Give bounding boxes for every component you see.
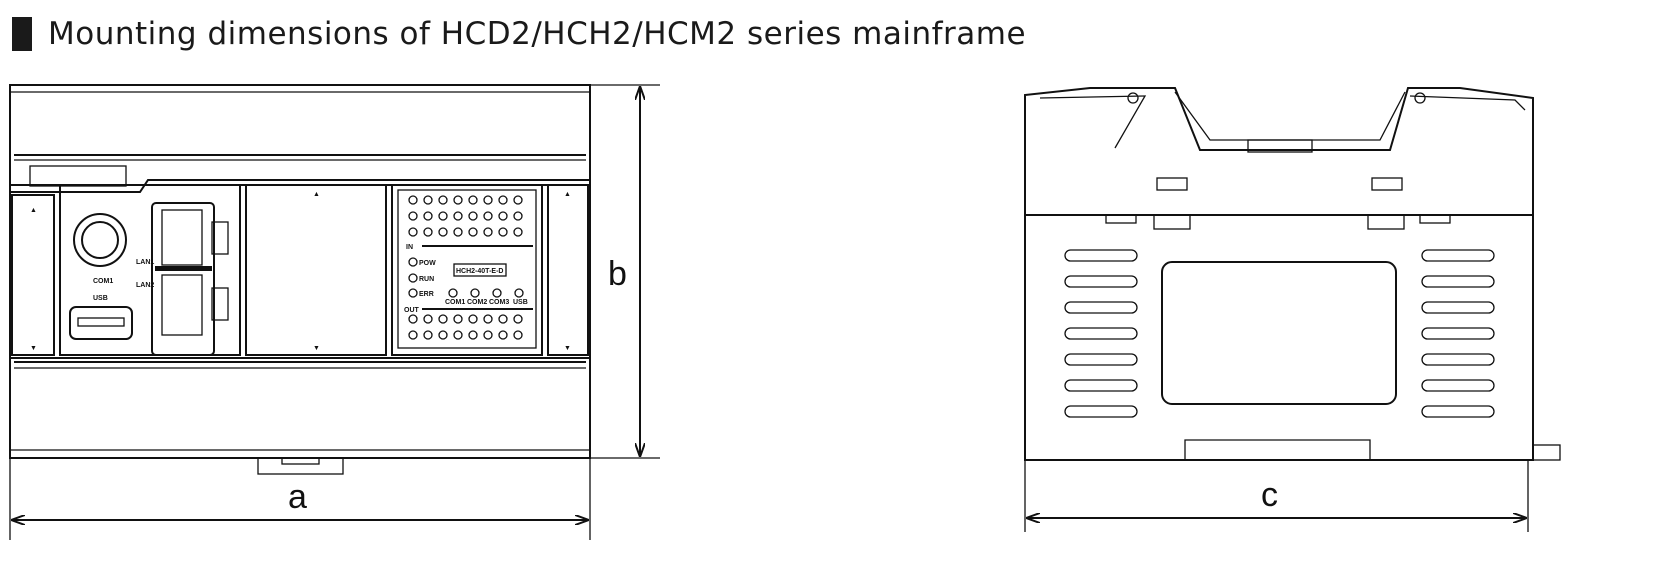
vent-slot — [1064, 249, 1138, 262]
io-terminal-led — [513, 330, 523, 340]
io-terminal-led — [438, 330, 448, 340]
dimension-c-label: c — [1261, 476, 1278, 514]
io-terminal-led — [453, 195, 463, 205]
svg-text:▲: ▲ — [313, 191, 320, 198]
led-com3: COM3 — [489, 299, 509, 306]
vent-slot — [1064, 327, 1138, 340]
io-terminal-led — [468, 227, 478, 237]
vent-slot — [1421, 275, 1495, 288]
io-terminal-led — [468, 195, 478, 205]
out-label: OUT — [404, 307, 420, 314]
io-terminal-led — [408, 211, 418, 221]
svg-text:▼: ▼ — [313, 345, 320, 352]
led-run: RUN — [419, 276, 434, 283]
model-label: HCH2-40T-E-D — [456, 268, 503, 275]
vent-slot — [1064, 275, 1138, 288]
io-terminal-led — [483, 330, 493, 340]
dimension-a-label: a — [288, 478, 307, 516]
usb-label: USB — [93, 295, 108, 302]
io-terminal-led — [453, 211, 463, 221]
vent-slot — [1421, 327, 1495, 340]
io-terminal-led — [423, 330, 433, 340]
io-terminal-led — [468, 314, 478, 324]
dimension-b-label: b — [608, 255, 627, 293]
io-terminal-led — [423, 227, 433, 237]
section-title: Mounting dimensions of HCD2/HCH2/HCM2 se… — [12, 14, 1026, 54]
io-terminal-led — [408, 314, 418, 324]
io-terminal-led — [513, 195, 523, 205]
lan2-label: LAN2 — [136, 282, 154, 289]
com1-label: COM1 — [93, 278, 113, 285]
io-terminal-led — [513, 211, 523, 221]
io-terminal-led — [498, 314, 508, 324]
svg-text:▼: ▼ — [564, 345, 571, 352]
svg-text:▲: ▲ — [30, 207, 37, 214]
io-terminal-led — [483, 314, 493, 324]
svg-text:▼: ▼ — [30, 345, 37, 352]
led-com1: COM1 — [445, 299, 465, 306]
led-pow: POW — [419, 260, 436, 267]
io-terminal-led — [438, 195, 448, 205]
led-usb: USB — [513, 299, 528, 306]
io-terminal-led — [438, 211, 448, 221]
io-terminal-led — [498, 211, 508, 221]
io-terminal-led — [438, 314, 448, 324]
io-terminal-led — [468, 330, 478, 340]
io-terminal-led — [423, 314, 433, 324]
io-terminal-led — [408, 227, 418, 237]
io-terminal-led — [423, 211, 433, 221]
io-terminal-led — [498, 330, 508, 340]
in-label: IN — [406, 244, 413, 251]
vent-slot — [1064, 301, 1138, 314]
led-com2: COM2 — [467, 299, 487, 306]
vent-slot — [1421, 405, 1495, 418]
lan1-label: LAN1 — [136, 259, 154, 266]
io-terminal-led — [423, 195, 433, 205]
vent-slot — [1421, 301, 1495, 314]
vent-slot — [1421, 379, 1495, 392]
io-terminal-led — [468, 211, 478, 221]
io-terminal-led — [483, 211, 493, 221]
title-marker — [12, 17, 32, 51]
io-terminal-led — [438, 227, 448, 237]
io-terminal-led — [483, 227, 493, 237]
io-terminal-led — [453, 314, 463, 324]
io-terminal-led — [408, 195, 418, 205]
io-terminal-led — [498, 195, 508, 205]
io-terminal-led — [513, 314, 523, 324]
io-terminal-led — [513, 227, 523, 237]
vent-slot — [1064, 379, 1138, 392]
io-terminal-led — [483, 195, 493, 205]
io-terminal-led — [453, 227, 463, 237]
led-err: ERR — [419, 291, 434, 298]
vent-slot — [1421, 249, 1495, 262]
front-view: ▲ ▼ ▲ ▼ ▲ ▼ COM1 USB LAN1 LAN2 IN POW RUN E… — [9, 84, 591, 475]
vent-slot — [1421, 353, 1495, 366]
svg-text:▲: ▲ — [564, 191, 571, 198]
dimension-lines: b a c — [9, 84, 1529, 540]
title-text: Mounting dimensions of HCD2/HCH2/HCM2 se… — [48, 16, 1027, 52]
vent-slot — [1064, 353, 1138, 366]
io-terminal-led — [408, 330, 418, 340]
side-view — [1024, 87, 1561, 461]
vent-slot — [1064, 405, 1138, 418]
io-terminal-led — [453, 330, 463, 340]
io-terminal-led — [498, 227, 508, 237]
